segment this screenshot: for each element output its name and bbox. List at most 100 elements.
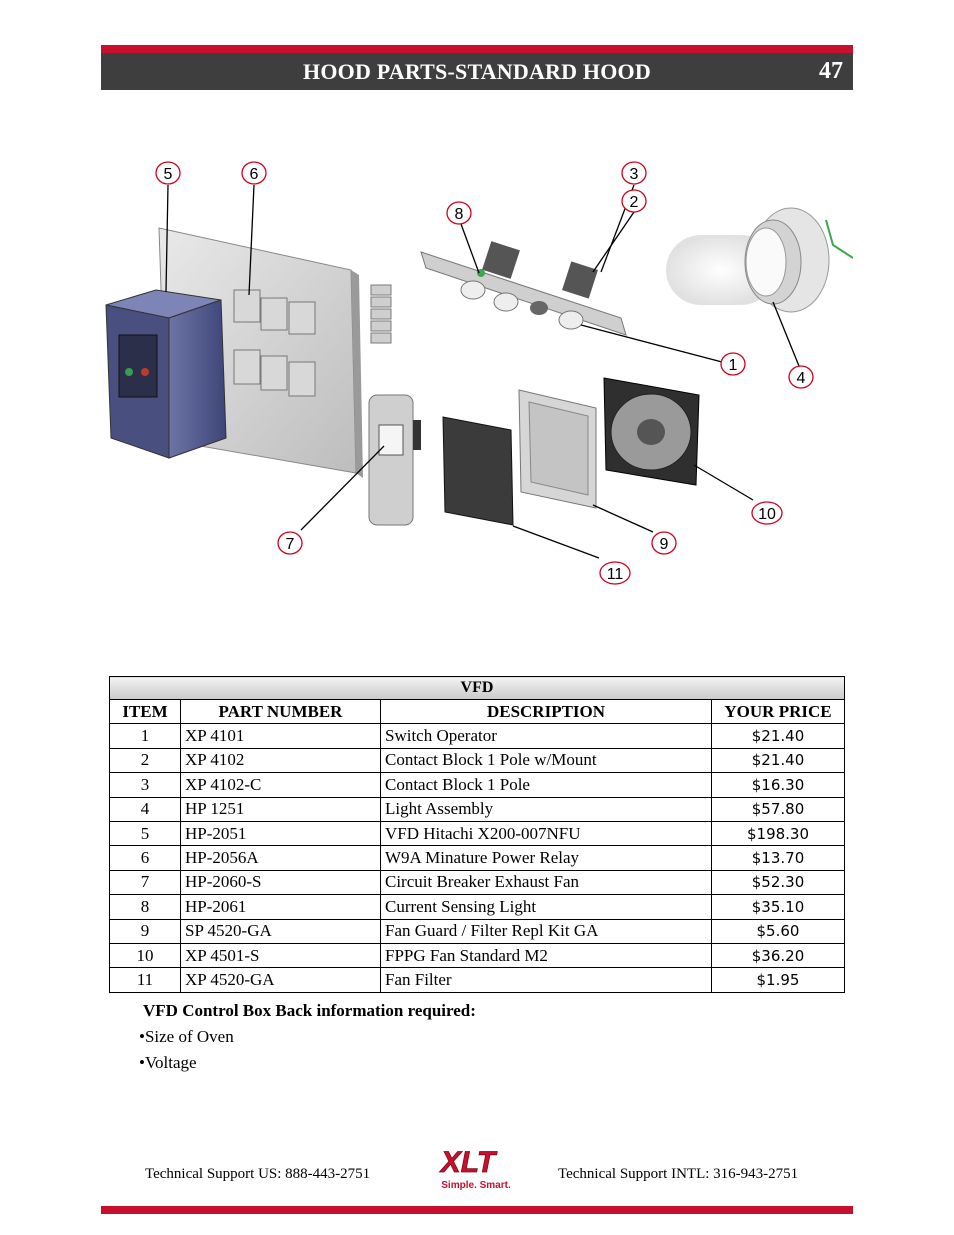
cell-item: 4 [109, 796, 181, 822]
footer-support-us: Technical Support US: 888-443-2751 [145, 1166, 371, 1182]
svg-text:4: 4 [797, 370, 806, 387]
callout-11: 11 [599, 561, 631, 585]
fan-guard [518, 389, 597, 509]
callout-4: 4 [788, 365, 814, 389]
cell-item: 5 [109, 820, 181, 847]
svg-text:6: 6 [250, 166, 259, 183]
cell-item: 3 [109, 772, 181, 798]
cell-desc: VFD Hitachi X200-007NFU [380, 820, 712, 847]
svg-text:XLT: XLT [439, 1146, 498, 1179]
top-red-bar [101, 45, 853, 53]
cell-desc: Contact Block 1 Pole [380, 772, 712, 798]
col-item: ITEM [109, 698, 181, 725]
callout-7: 7 [277, 531, 303, 555]
svg-text:8: 8 [455, 206, 464, 223]
cell-part: XP 4102 [180, 747, 381, 774]
cell-part: HP 1251 [180, 796, 381, 822]
cell-part: SP 4520-GA [180, 918, 381, 944]
cell-part: XP 4102-C [180, 772, 381, 798]
bottom-red-bar [101, 1206, 853, 1214]
vfd-drive [105, 289, 227, 459]
cell-part: XP 4101 [180, 723, 381, 749]
cell-desc: Fan Filter [380, 967, 712, 993]
cell-desc: Fan Guard / Filter Repl Kit GA [380, 918, 712, 944]
callout-5: 5 [155, 161, 181, 185]
cell-desc: Current Sensing Light [380, 894, 712, 920]
col-price: YOUR PRICE [711, 698, 845, 725]
page-header: HOOD PARTS-STANDARD HOOD 47 [101, 53, 853, 90]
cell-part: HP-2051 [180, 820, 381, 847]
parts-table: VFD ITEM PART NUMBER DESCRIPTION YOUR PR… [109, 676, 845, 993]
callout-1: 1 [720, 352, 746, 376]
callout-6: 6 [241, 161, 267, 185]
callout-8: 8 [446, 201, 472, 225]
notes-heading: VFD Control Box Back information require… [143, 1001, 476, 1020]
parts-diagram: 5 6 3 2 8 1 4 10 7 9 11 [105, 161, 853, 585]
cell-price: $52.30 [711, 869, 845, 896]
cell-price: $36.20 [711, 942, 845, 969]
col-description: DESCRIPTION [380, 698, 712, 725]
terminal-block [370, 284, 392, 344]
svg-text:1: 1 [729, 357, 738, 374]
cell-price: $16.30 [711, 772, 845, 798]
cell-part: HP-2060-S [180, 869, 381, 896]
page-number: 47 [819, 58, 843, 84]
svg-text:5: 5 [164, 166, 173, 183]
cell-price: $57.80 [711, 796, 845, 822]
cell-price: $21.40 [711, 747, 845, 774]
cell-price: $13.70 [711, 845, 845, 871]
footer-support-intl: Technical Support INTL: 316-943-2751 [558, 1166, 799, 1182]
cell-desc: Circuit Breaker Exhaust Fan [380, 869, 712, 896]
callout-10: 10 [751, 501, 783, 525]
svg-text:11: 11 [607, 566, 624, 583]
cell-desc: Light Assembly [380, 796, 712, 822]
cell-price: $21.40 [711, 723, 845, 749]
cell-desc: Switch Operator [380, 723, 712, 749]
fan-filter [442, 416, 514, 526]
cell-item: 10 [109, 942, 181, 969]
svg-text:2: 2 [630, 194, 639, 211]
cell-item: 9 [109, 918, 181, 944]
cell-item: 7 [109, 869, 181, 896]
cell-item: 6 [109, 845, 181, 871]
cell-part: HP-2056A [180, 845, 381, 871]
svg-text:Simple. Smart.: Simple. Smart. [441, 1180, 511, 1191]
cell-part: XP 4520-GA [180, 967, 381, 993]
cell-item: 11 [109, 967, 181, 993]
table-section-title: VFD [109, 676, 845, 700]
cell-item: 1 [109, 723, 181, 749]
cell-desc: W9A Minature Power Relay [380, 845, 712, 871]
cell-price: $1.95 [711, 967, 845, 993]
cell-part: XP 4501-S [180, 942, 381, 969]
cell-part: HP-2061 [180, 894, 381, 920]
svg-text:7: 7 [286, 536, 295, 553]
power-relays [233, 289, 316, 397]
notes: VFD Control Box Back information require… [139, 1001, 476, 1079]
callout-3: 3 [621, 161, 647, 185]
xlt-logo: XLT Simple. Smart. [438, 1146, 511, 1191]
cell-price: $35.10 [711, 894, 845, 920]
note-item: •Voltage [139, 1053, 197, 1072]
exhaust-fan [603, 377, 700, 486]
leader-lines [165, 184, 800, 559]
cell-price: $198.30 [711, 820, 845, 847]
switch-bar [420, 241, 627, 336]
svg-text:9: 9 [660, 536, 669, 553]
circuit-breaker-plate [368, 394, 421, 526]
callout-9: 9 [651, 531, 677, 555]
cell-item: 8 [109, 894, 181, 920]
cell-item: 2 [109, 747, 181, 774]
callout-2: 2 [621, 189, 647, 213]
svg-text:3: 3 [630, 166, 639, 183]
callout-markers: 5 6 3 2 8 1 4 10 7 9 11 [155, 161, 814, 585]
